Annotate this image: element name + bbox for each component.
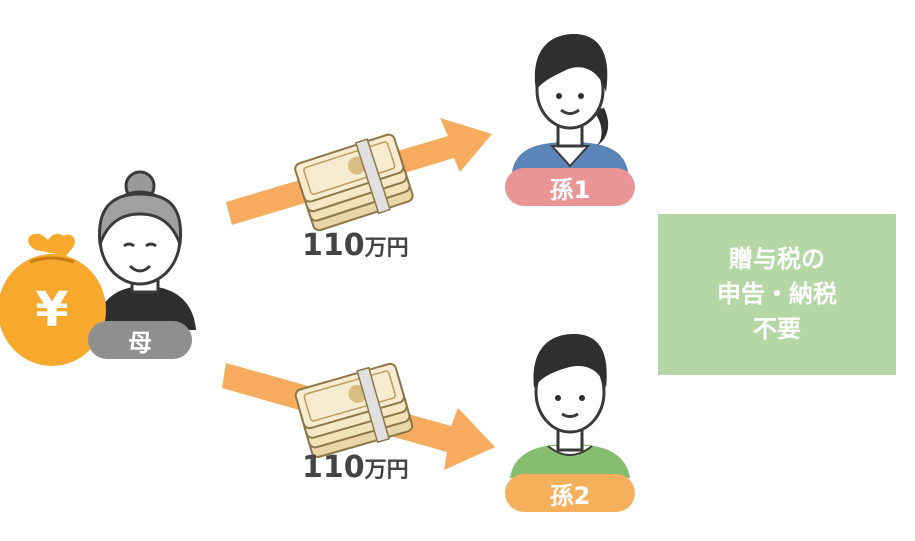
yen-symbol: ¥ (35, 282, 68, 338)
transfer-amount-top: 110万円 (302, 228, 409, 263)
tax-note-line1: 贈与税の (729, 245, 825, 273)
amount-number: 110 (302, 450, 365, 485)
tax-note-box: 贈与税の 申告・納税 不要 (658, 214, 896, 375)
grandchild1-label: 孫1 (505, 168, 635, 206)
grandchild1-avatar (512, 34, 628, 172)
grandchild2-avatar (510, 334, 630, 478)
money-stack-icon (294, 362, 414, 459)
amount-number: 110 (302, 228, 365, 263)
tax-note-line3: 不要 (753, 315, 801, 343)
amount-unit: 万円 (364, 458, 409, 483)
mother-label: 母 (88, 321, 192, 359)
mother-avatar (95, 170, 196, 330)
money-bag-icon: ¥ (0, 233, 106, 366)
amount-unit: 万円 (364, 236, 409, 261)
money-stack-icon (294, 133, 414, 232)
grandchild2-label: 孫2 (505, 474, 635, 512)
tax-note-line2: 申告・納税 (717, 280, 837, 308)
transfer-amount-bottom: 110万円 (302, 450, 409, 485)
